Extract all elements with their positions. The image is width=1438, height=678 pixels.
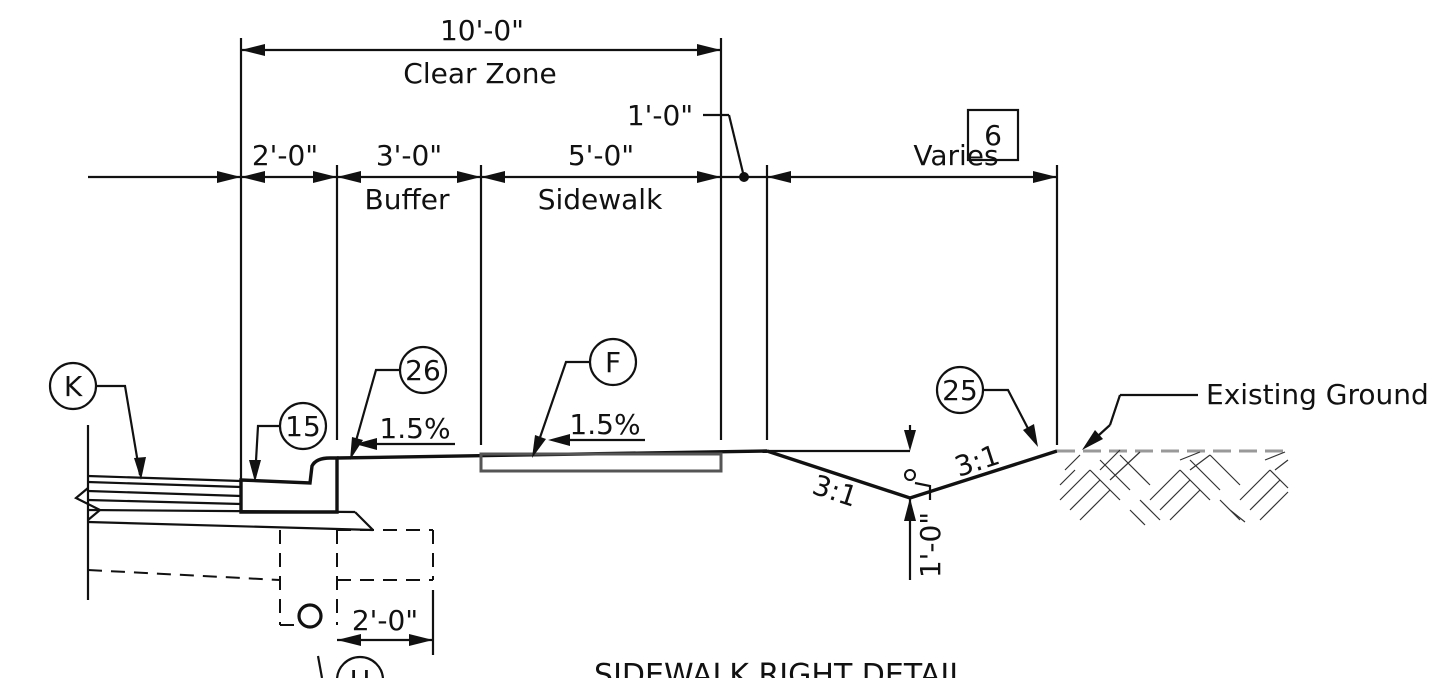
svg-text:K: K	[64, 370, 83, 403]
dim-3ft: 3'-0"	[376, 139, 442, 172]
underdrain: 2'-0"	[279, 529, 435, 678]
ditch: 1'-0" 3:1 3:1	[766, 425, 1058, 580]
dim-1ft: 1'-0"	[627, 99, 693, 132]
ditch-depth: 1'-0"	[914, 512, 947, 578]
callout-25: 25	[935, 365, 1038, 447]
existing-ground: Existing Ground	[1057, 378, 1429, 526]
detail-title: SIDEWALK RIGHT DETAIL	[594, 658, 966, 678]
varies-label: Varies	[913, 139, 998, 172]
sidewalk-slab	[479, 452, 723, 473]
callout-f: F	[532, 337, 638, 458]
bottom-2ft: 2'-0"	[352, 604, 418, 637]
buffer-label: Buffer	[365, 183, 450, 216]
callout-15: 15	[249, 401, 328, 482]
curb	[239, 449, 768, 514]
pipe-icon	[297, 603, 323, 629]
note-box	[966, 108, 1020, 162]
svg-text:H: H	[349, 664, 370, 678]
callout-h: H	[335, 655, 385, 678]
slope-1: 1.5%	[379, 412, 450, 445]
dim-2ft: 2'-0"	[252, 139, 318, 172]
one-foot-leader: 1'-0"	[627, 99, 746, 178]
dimension-string: 2'-0" 3'-0" Buffer 5'-0" Sidewalk Varies…	[88, 108, 1057, 216]
dim-5ft: 5'-0"	[568, 139, 634, 172]
slope-arrows: 1.5% 1.5%	[355, 408, 645, 450]
extension-lines	[239, 38, 1059, 480]
side-slope-left: 3:1	[808, 468, 861, 513]
slope-2: 1.5%	[569, 408, 640, 441]
svg-text:26: 26	[405, 354, 441, 387]
svg-text:25: 25	[942, 374, 978, 407]
callout-26: 26	[350, 345, 448, 460]
existing-ground-label: Existing Ground	[1206, 378, 1429, 411]
clear-zone-value: 10'-0"	[440, 14, 524, 47]
sidewalk-label: Sidewalk	[538, 183, 663, 216]
side-slope-right: 3:1	[951, 438, 1004, 483]
svg-text:15: 15	[285, 410, 321, 443]
svg-text:F: F	[605, 346, 621, 379]
clear-zone-label: Clear Zone	[403, 57, 556, 90]
clear-zone-dimension: 10'-0" Clear Zone	[241, 14, 721, 90]
varies-note: 6	[984, 119, 1002, 152]
callout-k: K	[48, 361, 146, 480]
